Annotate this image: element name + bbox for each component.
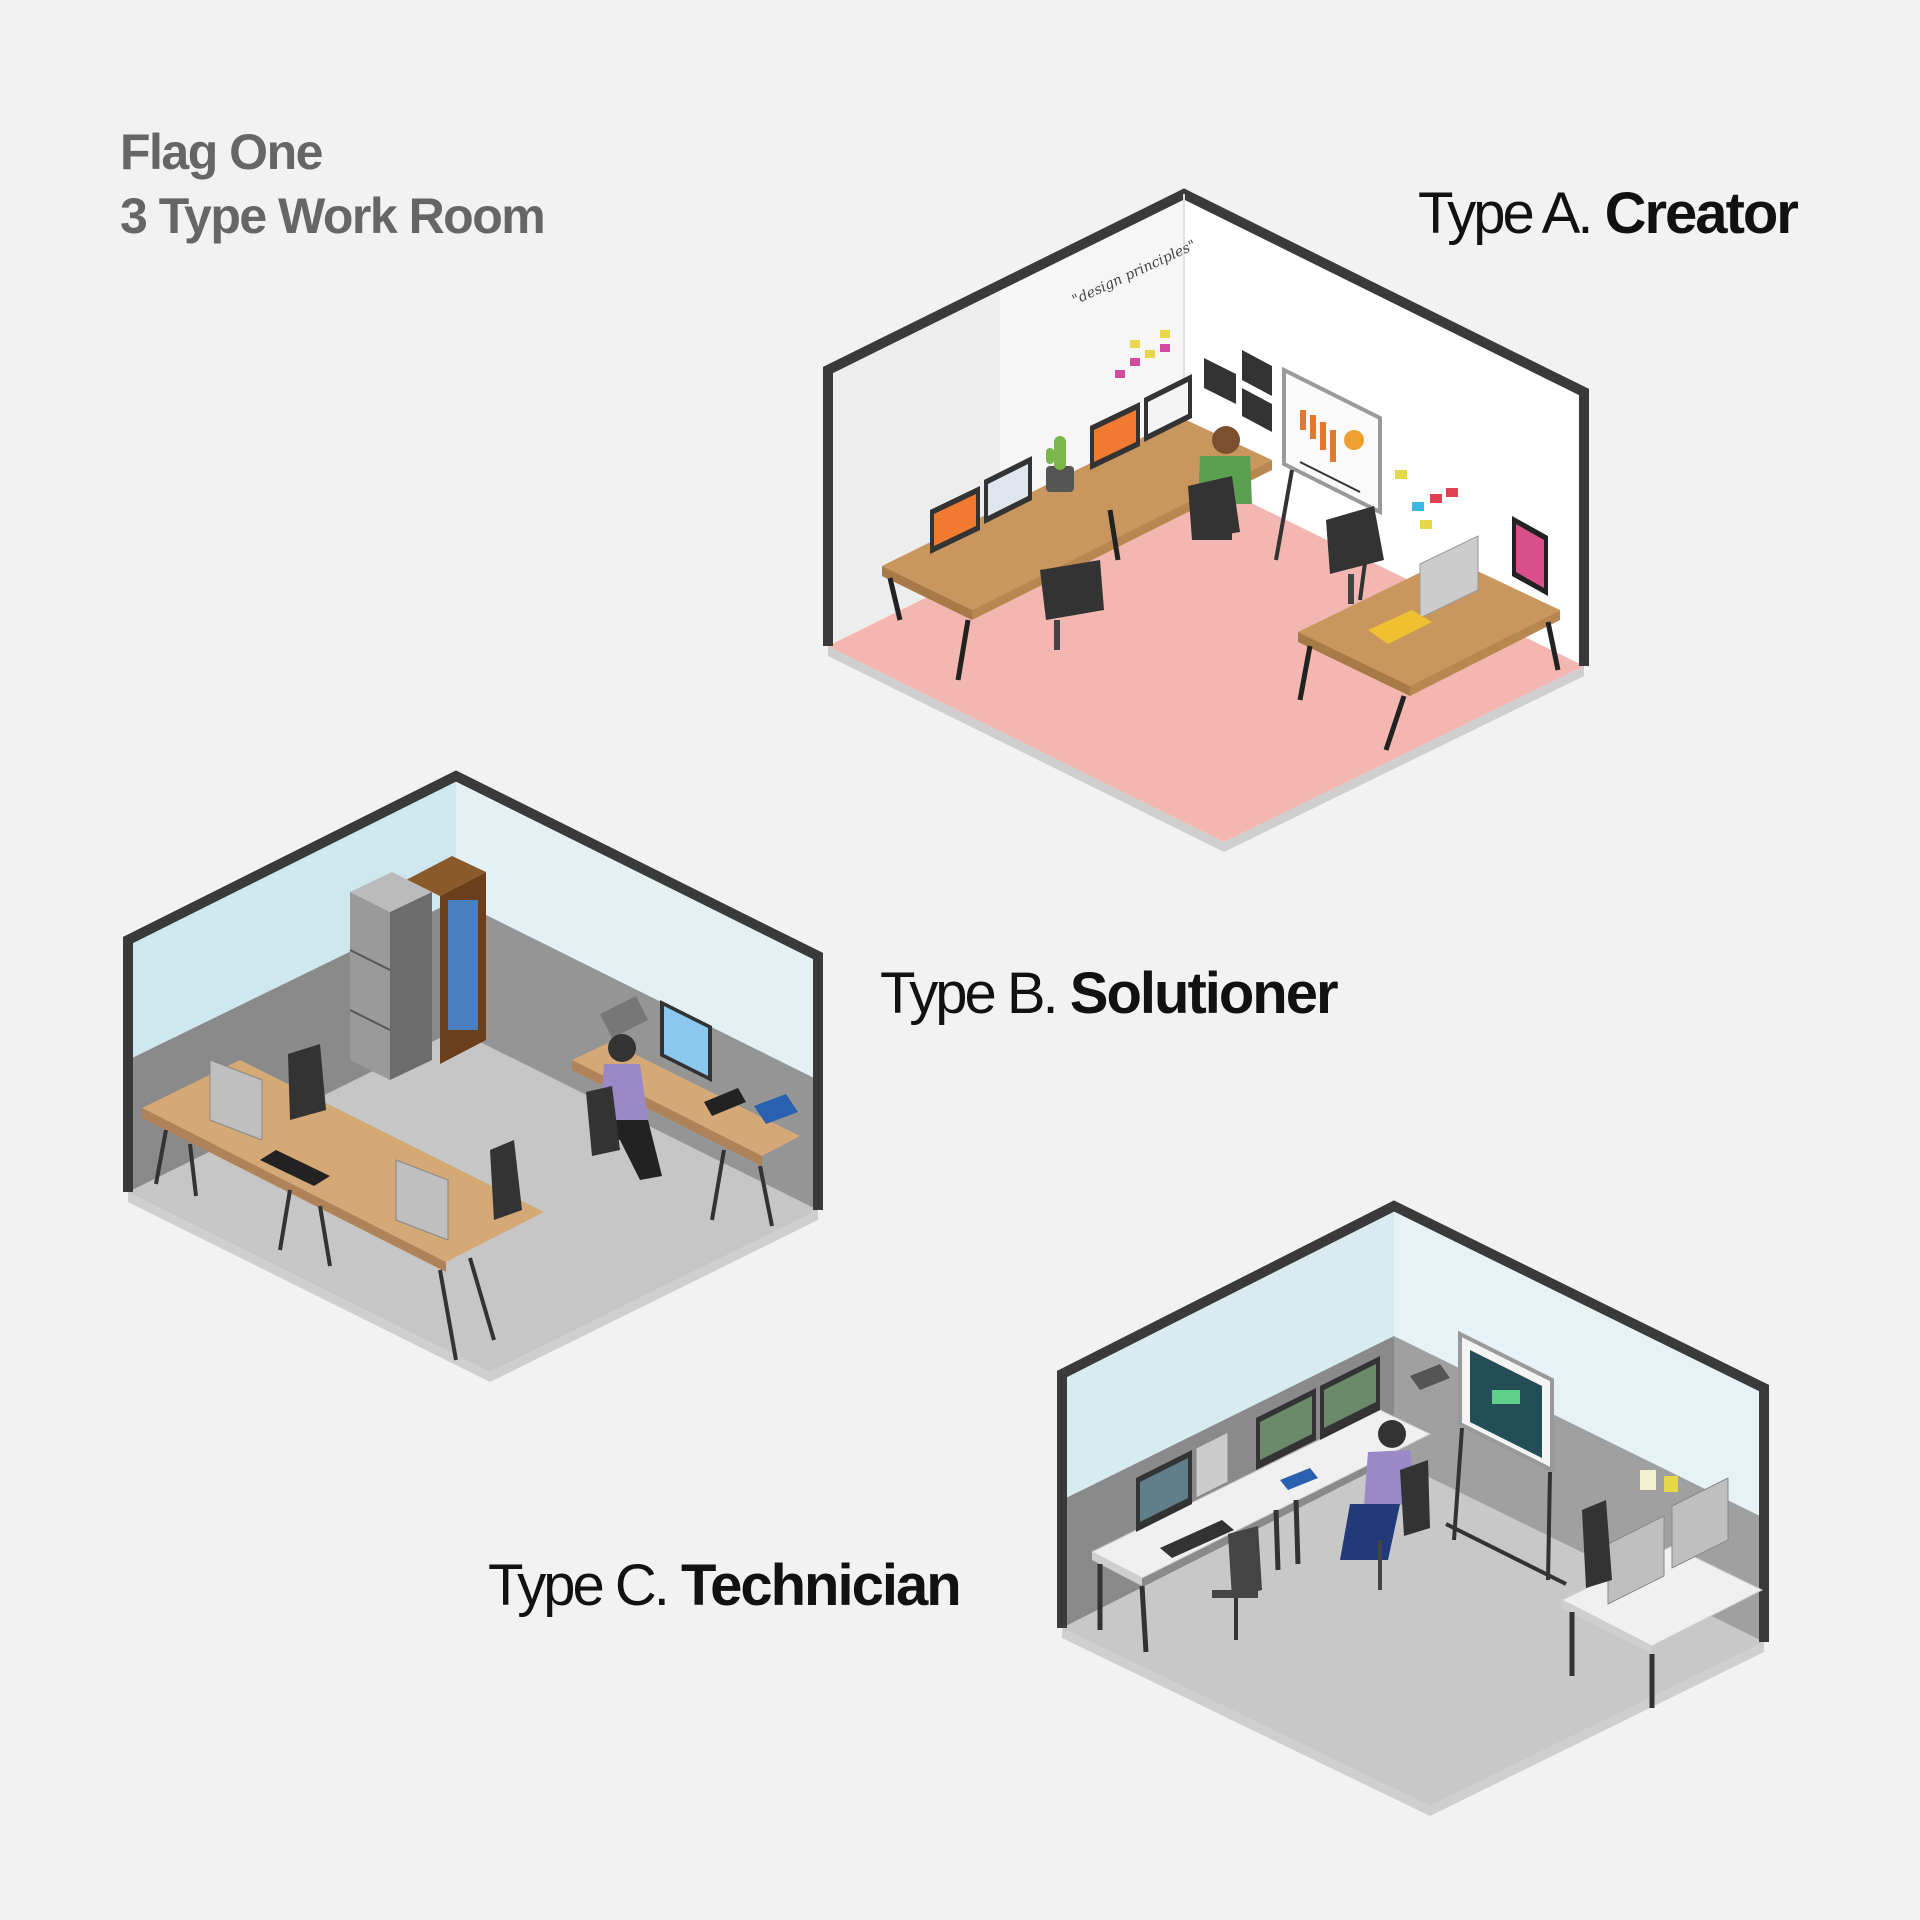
room-label-creator: Type A. Creator bbox=[1418, 180, 1799, 247]
title-line-1: Flag One bbox=[120, 124, 323, 180]
sticky-notes bbox=[1115, 330, 1458, 529]
creator-chairs bbox=[1040, 476, 1384, 650]
technician-control-desk bbox=[1090, 1356, 1450, 1653]
room-type-prefix: Type A. bbox=[1418, 181, 1593, 246]
room-label-technician: Type C. Technician bbox=[488, 1552, 962, 1619]
room-label-solutioner: Type B. Solutioner bbox=[880, 960, 1339, 1027]
creator-small-desk bbox=[1297, 535, 1561, 751]
solutioner-room-illustration bbox=[123, 770, 823, 1382]
room-type-name: Technician bbox=[680, 1553, 962, 1618]
technician-side-desk bbox=[1560, 1470, 1764, 1708]
room-type-prefix: Type B. bbox=[880, 961, 1059, 1026]
bookshelf-and-lockers bbox=[349, 856, 486, 1080]
room-type-name: Creator bbox=[1604, 181, 1799, 246]
solutioner-chairs bbox=[288, 1044, 522, 1220]
wall-frames bbox=[1204, 350, 1548, 596]
creator-room-illustration: "design principles" bbox=[823, 188, 1589, 852]
page-title: Flag One 3 Type Work Room bbox=[120, 120, 546, 248]
cactus-plant bbox=[1046, 436, 1074, 492]
technician-room-illustration bbox=[1057, 1200, 1769, 1816]
technician-person bbox=[1340, 1420, 1430, 1590]
title-line-2: 3 Type Work Room bbox=[120, 188, 546, 244]
solutioner-long-desk bbox=[142, 1059, 544, 1361]
room-type-prefix: Type C. bbox=[488, 1553, 670, 1618]
diagram-board bbox=[1445, 1330, 1567, 1586]
room-type-name: Solutioner bbox=[1069, 961, 1339, 1026]
technician-chair bbox=[1212, 1526, 1262, 1640]
solutioner-work-desk bbox=[572, 996, 800, 1227]
creator-monitors bbox=[930, 374, 1192, 554]
